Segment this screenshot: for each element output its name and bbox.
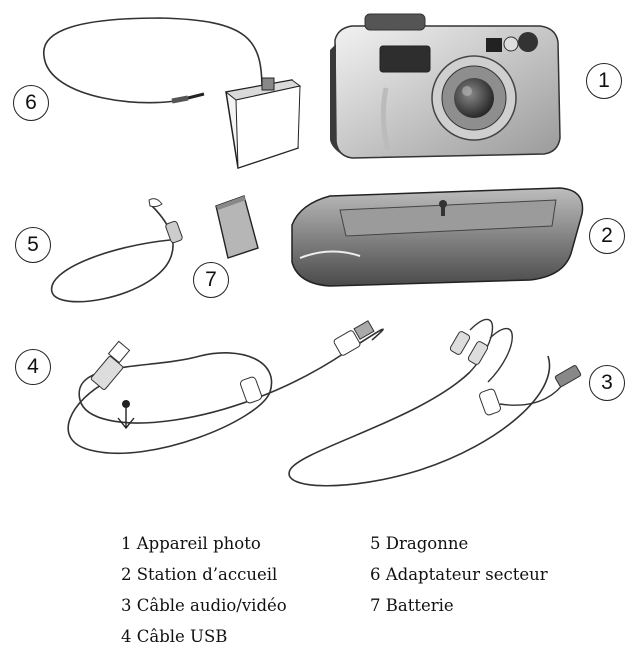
legend-item: 1 Appareil photo xyxy=(121,534,261,553)
legend-right-column: 5 Dragonne 6 Adaptateur secteur 7 Batter… xyxy=(370,528,548,621)
callout-3: 3 xyxy=(589,365,625,401)
legend-item: 7 Batterie xyxy=(370,596,454,615)
battery-illustration xyxy=(215,195,259,259)
callout-6: 6 xyxy=(13,85,49,121)
legend-left-column: 1 Appareil photo 2 Station d’accueil 3 C… xyxy=(121,528,287,652)
callout-2: 2 xyxy=(589,218,625,254)
usb-cable-illustration xyxy=(67,320,384,455)
legend-item: 2 Station d’accueil xyxy=(121,565,278,584)
camera-illustration xyxy=(330,13,561,159)
callout-4: 4 xyxy=(15,349,51,385)
legend-item: 5 Dragonne xyxy=(370,534,469,553)
wrist-strap-illustration xyxy=(51,198,183,303)
callout-1: 1 xyxy=(586,63,622,99)
av-cable-illustration xyxy=(288,318,582,487)
legend-item: 6 Adaptateur secteur xyxy=(370,565,548,584)
legend-item: 4 Câble USB xyxy=(121,627,228,646)
legend-item: 3 Câble audio/vidéo xyxy=(121,596,287,615)
kit-contents-illustration xyxy=(43,13,584,487)
ac-adapter-illustration xyxy=(43,17,302,169)
callout-5: 5 xyxy=(15,227,51,263)
camera-dock-illustration xyxy=(291,187,584,287)
callout-7: 7 xyxy=(193,262,229,298)
